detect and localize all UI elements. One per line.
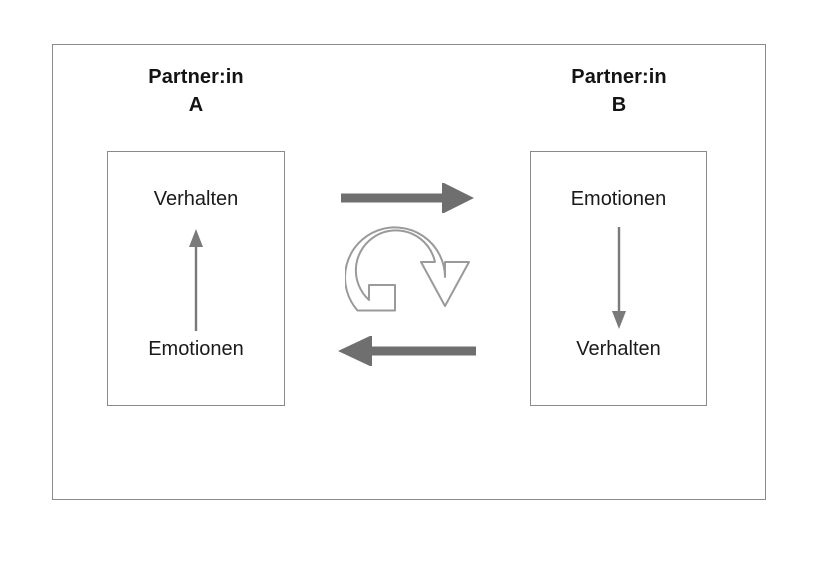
- circular-spiral-arrow-icon: [345, 226, 470, 312]
- partner-a-heading-line2: A: [188, 94, 204, 116]
- partner-a-bottom-label: Emotionen: [148, 338, 244, 360]
- partner-b-heading-line2: B: [611, 94, 627, 116]
- partner-b-box: Emotionen Verhalten: [530, 151, 707, 406]
- arrow-right-icon: [341, 183, 474, 213]
- partner-b-down-arrow-icon: [611, 227, 626, 329]
- partner-b-heading-line1: Partner:in: [571, 66, 667, 88]
- partner-a-box: Verhalten Emotionen: [107, 151, 285, 406]
- partner-b-heading: Partner:in B: [530, 63, 708, 119]
- partner-a-heading-line1: Partner:in: [148, 66, 244, 88]
- partner-a-heading: Partner:in A: [107, 63, 285, 119]
- arrow-left-icon: [338, 336, 476, 366]
- partner-b-top-label: Emotionen: [570, 188, 667, 210]
- partner-b-bottom-label: Verhalten: [576, 338, 661, 360]
- partner-a-up-arrow-icon: [189, 229, 203, 331]
- partner-a-top-label: Verhalten: [153, 188, 239, 210]
